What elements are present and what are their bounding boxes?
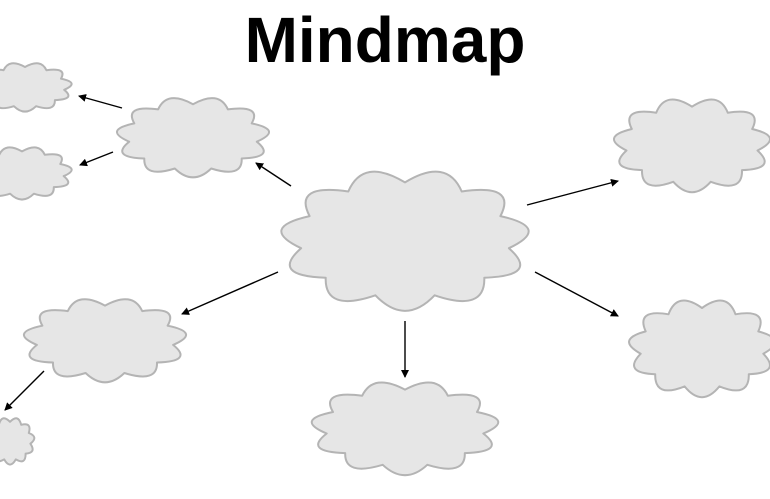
cloud-node-center bbox=[280, 170, 530, 312]
cloud-node-right-top bbox=[613, 98, 770, 194]
cloud-node-upper-left bbox=[116, 97, 270, 179]
nodes-layer bbox=[0, 62, 770, 477]
arrow-upper-left-to-far-left-top bbox=[78, 94, 123, 109]
page-title: Mindmap bbox=[244, 4, 526, 76]
cloud-node-lower-left bbox=[23, 298, 187, 384]
edges-layer bbox=[4, 94, 619, 411]
cloud-node-far-left-middle bbox=[0, 146, 73, 201]
cloud-node-far-left-top bbox=[0, 62, 73, 113]
cloud-node-right-bottom bbox=[628, 299, 770, 399]
arrow-upper-left-to-far-left-middle bbox=[79, 151, 114, 167]
arrow-center-to-upper-left bbox=[255, 162, 292, 187]
cloud-node-bottom-left-corner bbox=[0, 417, 36, 466]
arrow-center-to-right-top bbox=[526, 178, 619, 206]
arrow-center-to-right-bottom bbox=[534, 271, 619, 317]
arrow-lower-left-to-bottom-left-corner bbox=[4, 370, 45, 411]
arrow-center-to-lower-left bbox=[181, 271, 279, 315]
cloud-node-bottom-center bbox=[310, 381, 500, 477]
